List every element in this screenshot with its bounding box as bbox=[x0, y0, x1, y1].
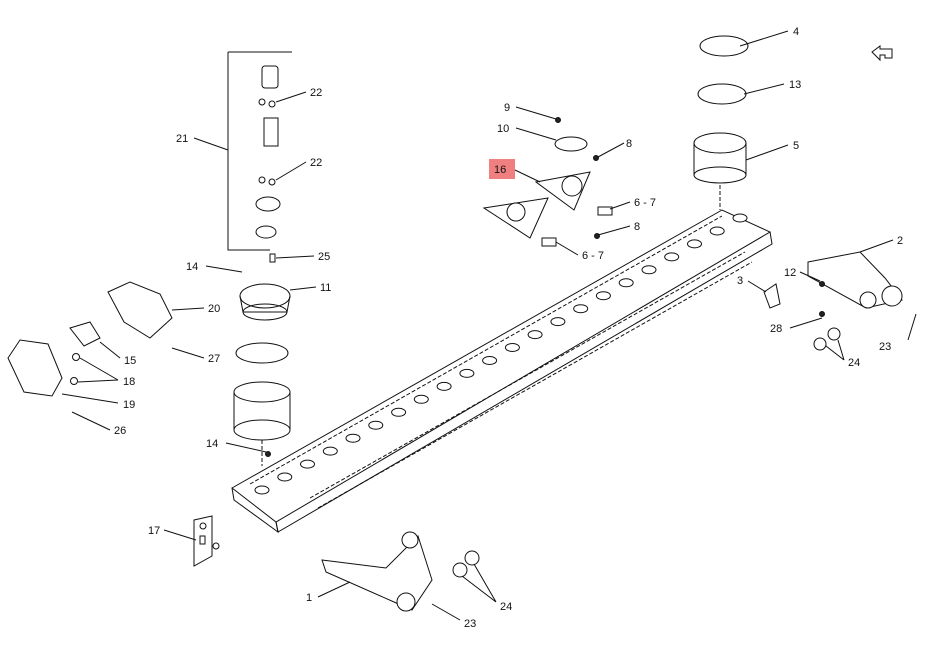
bar-mount-hole bbox=[641, 265, 657, 275]
bar-mount-hole bbox=[254, 485, 270, 495]
callout-24-right[interactable]: 24 bbox=[848, 357, 860, 369]
bolt-set bbox=[193, 515, 220, 567]
callout-22-lower[interactable]: 22 bbox=[310, 157, 322, 169]
bearing-housing bbox=[233, 381, 291, 466]
callout-16-highlight bbox=[489, 159, 515, 179]
bar-mount-hole bbox=[322, 446, 338, 456]
bar-mount-hole bbox=[595, 291, 611, 301]
bar-mount-hole bbox=[277, 472, 293, 482]
callout-23-bottom[interactable]: 23 bbox=[464, 618, 476, 630]
bar-mount-hole bbox=[573, 304, 589, 314]
drive-shaft-assembly bbox=[227, 51, 292, 263]
bar-mount-hole bbox=[618, 278, 634, 288]
skid-plate bbox=[69, 321, 101, 347]
callout-10[interactable]: 10 bbox=[497, 123, 509, 135]
callout-11[interactable]: 11 bbox=[320, 282, 331, 294]
disc-three-point bbox=[482, 171, 591, 239]
callout-25[interactable]: 25 bbox=[318, 251, 330, 263]
callout-9[interactable]: 9 bbox=[504, 102, 510, 114]
bar-mount-hole bbox=[732, 213, 748, 223]
bar-mount-hole bbox=[413, 394, 429, 404]
return-arrow-icon[interactable] bbox=[871, 45, 893, 62]
callout-27[interactable]: 27 bbox=[208, 353, 220, 365]
callout-23-right[interactable]: 23 bbox=[879, 341, 891, 353]
callout-18[interactable]: 18 bbox=[123, 376, 135, 388]
callout-8-upper[interactable]: 8 bbox=[626, 138, 632, 150]
callout-3[interactable]: 3 bbox=[737, 275, 743, 287]
bar-mount-hole bbox=[436, 381, 452, 391]
right-mounting-bracket bbox=[763, 251, 903, 351]
callout-12[interactable]: 12 bbox=[784, 267, 796, 279]
bar-mount-hole bbox=[345, 433, 361, 443]
callout-6-7-upper[interactable]: 6 - 7 bbox=[634, 197, 656, 209]
disc-cap bbox=[554, 117, 588, 152]
callout-1[interactable]: 1 bbox=[306, 592, 312, 604]
bar-mount-hole bbox=[368, 420, 384, 430]
bar-mount-hole bbox=[459, 368, 475, 378]
bar-mount-hole bbox=[300, 459, 315, 469]
callout-14-upper[interactable]: 14 bbox=[186, 261, 198, 273]
callout-8-lower[interactable]: 8 bbox=[634, 221, 640, 233]
left-mounting-bracket bbox=[321, 531, 480, 612]
callout-2[interactable]: 2 bbox=[897, 235, 903, 247]
callout-20[interactable]: 20 bbox=[208, 303, 220, 315]
callout-19[interactable]: 19 bbox=[123, 399, 135, 411]
knife-blades bbox=[541, 155, 613, 247]
callout-21[interactable]: 21 bbox=[176, 133, 188, 145]
callout-28[interactable]: 28 bbox=[770, 323, 782, 335]
cutter-bar bbox=[231, 209, 773, 534]
callout-14-lower[interactable]: 14 bbox=[206, 438, 218, 450]
callout-16[interactable]: 16 bbox=[494, 164, 506, 176]
gear-housing bbox=[693, 132, 747, 210]
shim-ring bbox=[697, 83, 747, 105]
callout-15[interactable]: 15 bbox=[124, 355, 136, 367]
callout-4[interactable]: 4 bbox=[793, 26, 799, 38]
bar-mount-hole bbox=[504, 343, 520, 352]
bar-mount-hole bbox=[527, 330, 543, 340]
snap-ring bbox=[235, 342, 289, 364]
bar-mount-hole bbox=[687, 239, 702, 249]
callout-26[interactable]: 26 bbox=[114, 425, 126, 437]
top-cover bbox=[699, 35, 749, 57]
callout-24-bottom[interactable]: 24 bbox=[500, 601, 512, 613]
callout-17[interactable]: 17 bbox=[148, 525, 160, 537]
callout-5[interactable]: 5 bbox=[793, 140, 799, 152]
shield-plate bbox=[107, 281, 173, 339]
bar-mount-hole bbox=[550, 317, 566, 327]
bar-mount-hole bbox=[482, 356, 498, 365]
callout-22-upper[interactable]: 22 bbox=[310, 87, 322, 99]
callout-6-7-lower[interactable]: 6 - 7 bbox=[582, 250, 604, 262]
bar-mount-hole bbox=[709, 226, 725, 236]
guard-shoe bbox=[7, 339, 80, 397]
hub bbox=[239, 283, 291, 321]
callout-13[interactable]: 13 bbox=[789, 79, 801, 91]
bar-mount-hole bbox=[664, 252, 680, 262]
bar-mount-hole bbox=[391, 407, 407, 417]
